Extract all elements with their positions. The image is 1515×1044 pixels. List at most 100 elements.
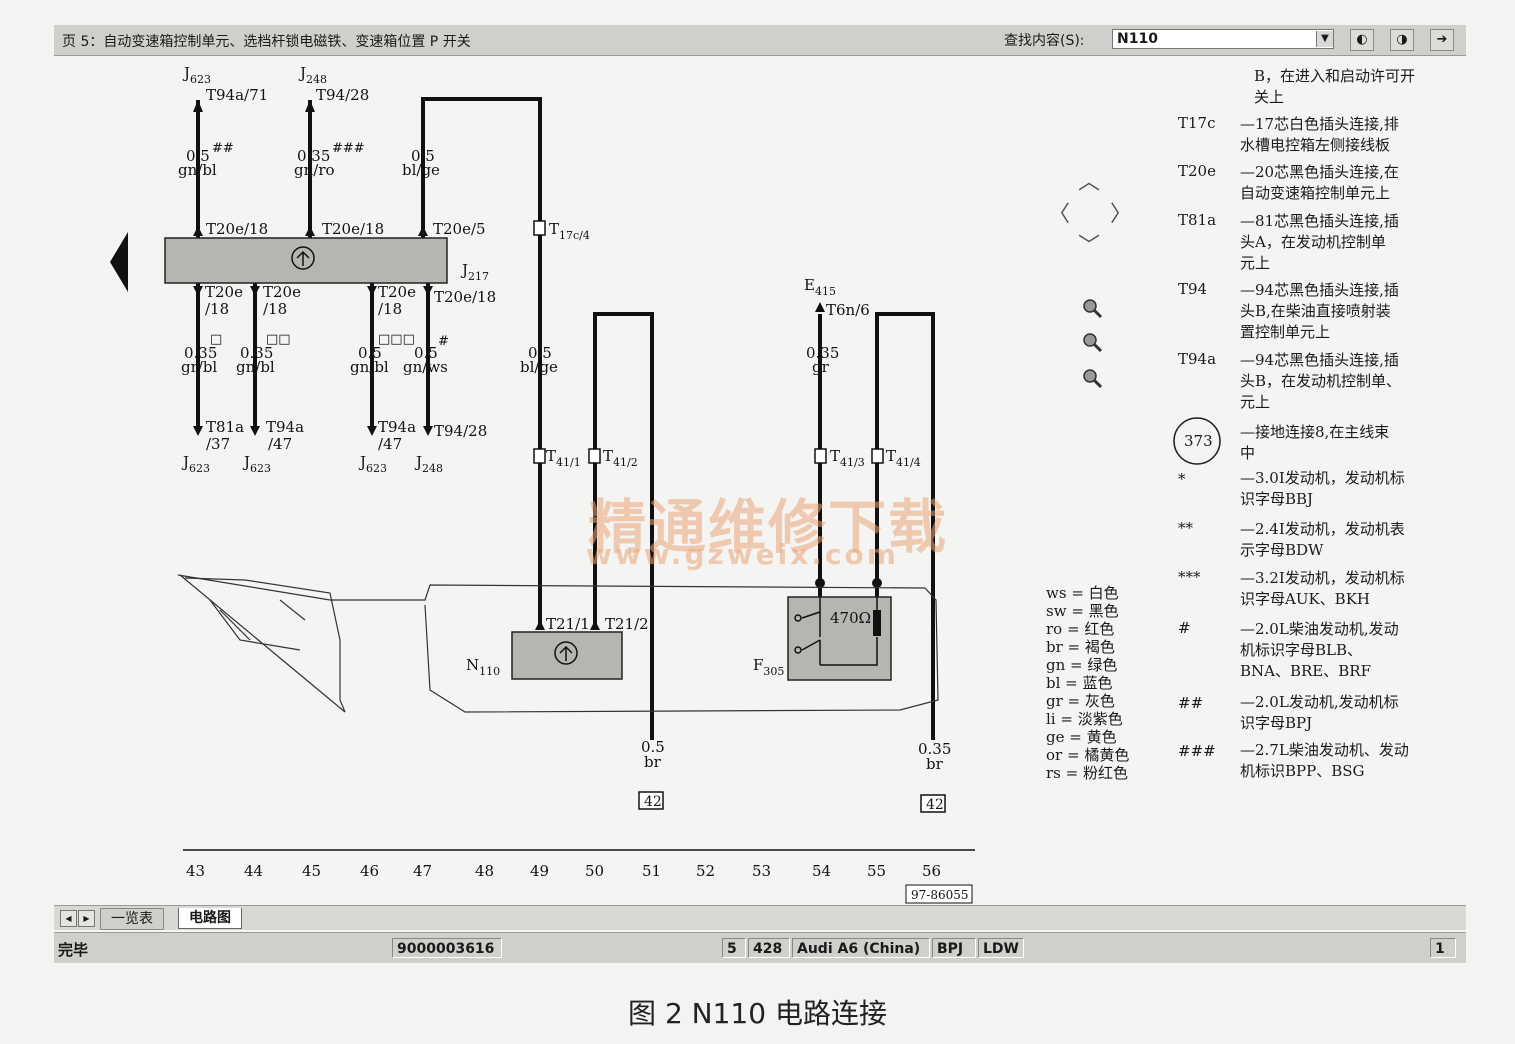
scale-49: 49 [530,862,549,880]
status-page-count: 1 [1430,938,1456,958]
wire-bot-3-pin: T94/28 [434,422,487,440]
triangle-left-icon: ◀ [65,914,72,923]
wire-top-1-mark: ### [332,141,365,156]
note-key: 373 [1184,432,1213,450]
wire-top-0-comp: J623 [182,64,211,86]
tab-prev-button[interactable]: ◀ [60,910,77,927]
note-key: * [1178,470,1186,488]
triangle-right-icon: ▶ [83,914,90,923]
zoom-fit-icon[interactable] [1082,368,1102,388]
scale-45: 45 [302,862,321,880]
search-input[interactable]: N110 [1112,29,1334,49]
legend-row: ro = 红色 [1046,620,1115,638]
note-text: —接地连接8,在主线束中 [1240,423,1390,462]
e415-pin: T6n/6 [826,301,870,319]
search-dropdown-button[interactable]: ▼ [1316,31,1333,47]
goto-button[interactable]: ➔ [1430,29,1454,51]
j217-control-unit [164,237,448,284]
find-previous-button[interactable]: ◐ [1350,29,1374,51]
wire-bot-1-pin2: /47 [268,435,292,453]
wire-bot-0-size: 0.35 [184,344,217,362]
note-text: —81芯黑色插头连接,插头A，在发动机控制单元上 [1240,212,1399,272]
zoom-in-icon[interactable] [1082,298,1102,318]
wire-top-2-color: bl/ge [402,161,440,179]
search-label: 查找内容(S): [1004,33,1085,49]
scroll-right-icon[interactable]: 〉 [1110,202,1133,227]
wire-bot-1-conn2: /18 [263,300,287,318]
wire-top-1-pin: T94/28 [316,86,369,104]
wire-bot-2-conn2: /18 [378,300,402,318]
wire-bot-0-color: gr/bl [181,358,217,376]
n110-pin1: T21/1 [546,615,590,633]
figure-caption: 图 2 N110 电路连接 [628,997,887,1030]
note-key: T94a [1178,350,1217,368]
wire-bot-0-comp: J623 [181,453,210,475]
note-text: —94芯黑色插头连接,插头B,在柴油直接喷射装置控制单元上 [1240,281,1399,341]
wire-top-1-color: gn/ro [294,161,335,179]
ground-right-size: 0.35 [918,740,951,758]
scroll-left-icon[interactable]: 〈 [1048,202,1071,227]
ground-ref-circle [1173,417,1221,465]
wire-bot-2-size: 0.5 [358,344,382,362]
status-text: 完毕 [58,941,89,959]
sheet-tab-bar: ◀ ▶ 一览表 电路图 [54,905,1466,930]
e415-size: 0.35 [806,344,839,362]
n110-label: N110 [466,656,500,678]
legend-row: ge = 黄色 [1046,728,1117,746]
app-window [54,25,1466,965]
scale-55: 55 [867,862,886,880]
note-text: —2.0L发动机,发动机标识字母BPJ [1240,693,1399,732]
ground-left-num: 42 [644,794,662,810]
wire-bot-0-pin: T81a [206,418,244,436]
status-doc-id: 9000003616 [392,938,502,958]
wire-top-1-comp: J248 [298,64,327,86]
legend-row: gr = 灰色 [1046,692,1115,710]
wire-bot-3-size: 0.5 [414,344,438,362]
note-key: T17c [1178,114,1216,132]
scale-52: 52 [696,862,715,880]
note-key: ### [1178,742,1216,760]
find-next-button[interactable]: ◑ [1390,29,1414,51]
mid-wire-color: bl/ge [520,358,558,376]
wire-top-0-pin: T94a/71 [206,86,268,104]
note-continuation: B，在进入和启动许可开关上 [1254,67,1416,106]
tab-circuit-diagram[interactable]: 电路图 [178,908,242,929]
note-text: —2.4I发动机，发动机表示字母BDW [1240,520,1405,559]
note-key: # [1178,619,1191,637]
wire-bot-2-pin: T94a [378,418,416,436]
status-code2: LDW [978,938,1024,958]
wire-bot-0-pin2: /37 [206,435,230,453]
ground-left-size: 0.5 [641,738,665,756]
scale-47: 47 [413,862,432,880]
chevron-down-icon: ▼ [1321,33,1329,44]
legend-row: sw = 黑色 [1046,602,1119,620]
t41-4-label: T41/4 [886,447,921,469]
binoculars-icon: ◐ [1356,32,1368,47]
note-text: —17芯白色插头连接,排水槽电控箱左侧接线板 [1240,115,1399,154]
wire-bot-3-comp: J248 [414,453,443,475]
zoom-out-icon[interactable] [1082,332,1102,352]
status-code1: BPJ [932,938,976,958]
wire-bot-1-pin: T94a [266,418,304,436]
note-text: —3.2I发动机，发动机标识字母AUK、BKH [1240,569,1405,608]
scroll-up-icon[interactable]: ︿ [1078,170,1101,195]
note-text: —2.0L柴油发动机,发动机标识字母BLB、BNA、BRE、BRF [1240,620,1399,680]
wire-bot-3-conn: T20e/18 [434,288,496,306]
legend-row: gn = 绿色 [1046,656,1118,674]
status-bar: 完毕 9000003616 5 428 Audi A6 (China) BPJ … [54,932,1466,963]
wire-bot-2-mark: □□□ [378,332,415,347]
tab-overview[interactable]: 一览表 [100,908,164,930]
note-text: —2.7L柴油发动机、发动机标识BPP、BSG [1240,741,1409,780]
note-key: T20e [1178,162,1216,180]
binoculars-icon: ◑ [1396,32,1408,47]
scale-46: 46 [360,862,379,880]
tab-next-button[interactable]: ▶ [78,910,95,927]
wire-bot-1-comp: J623 [242,453,271,475]
wire-bot-2-pin2: /47 [378,435,402,453]
status-page: 5 [722,938,746,958]
wire-top-1-conn: T20e/18 [322,220,384,238]
wire-bot-2-color: gn/bl [350,358,389,376]
j217-label: J217 [460,261,489,283]
scroll-down-icon[interactable]: ﹀ [1078,234,1101,259]
